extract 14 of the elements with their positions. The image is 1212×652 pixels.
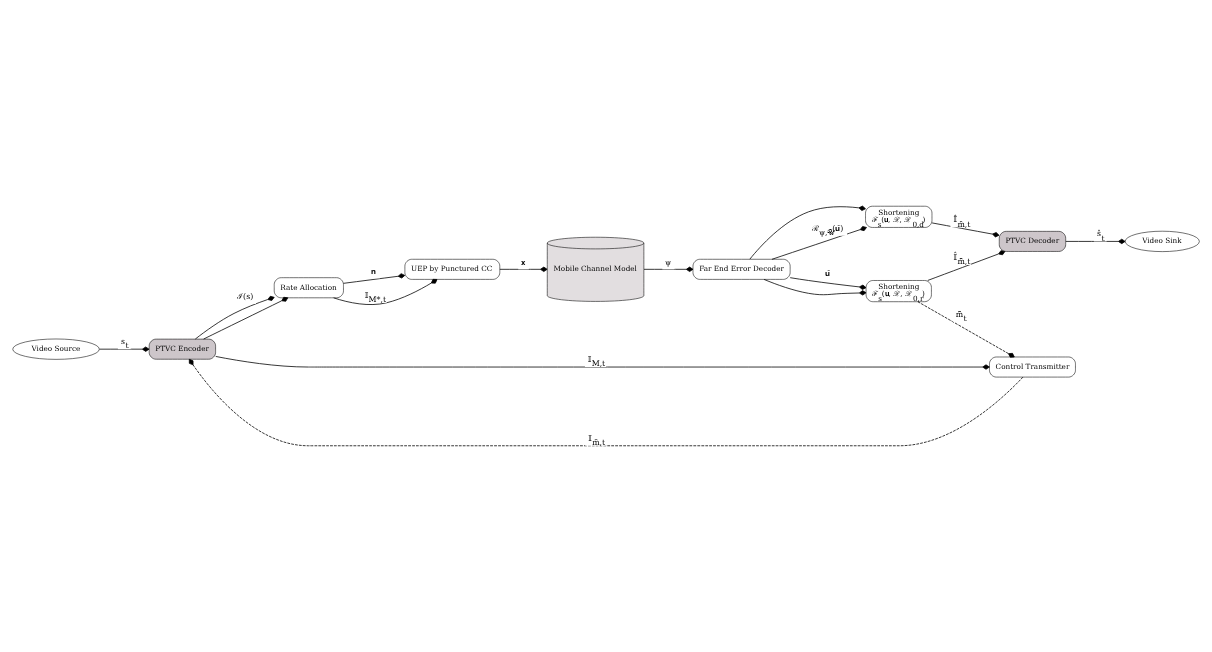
connector	[1065, 238, 1126, 245]
connector	[931, 222, 1000, 238]
connector	[215, 356, 990, 370]
connector	[917, 301, 1015, 358]
connector	[203, 296, 289, 340]
connector	[643, 266, 694, 272]
connector	[194, 295, 275, 340]
connector	[499, 266, 548, 272]
connector	[763, 279, 867, 296]
connector	[749, 205, 866, 260]
connector	[343, 273, 406, 284]
connector	[789, 277, 867, 290]
connector	[99, 346, 150, 352]
connector	[771, 226, 867, 260]
